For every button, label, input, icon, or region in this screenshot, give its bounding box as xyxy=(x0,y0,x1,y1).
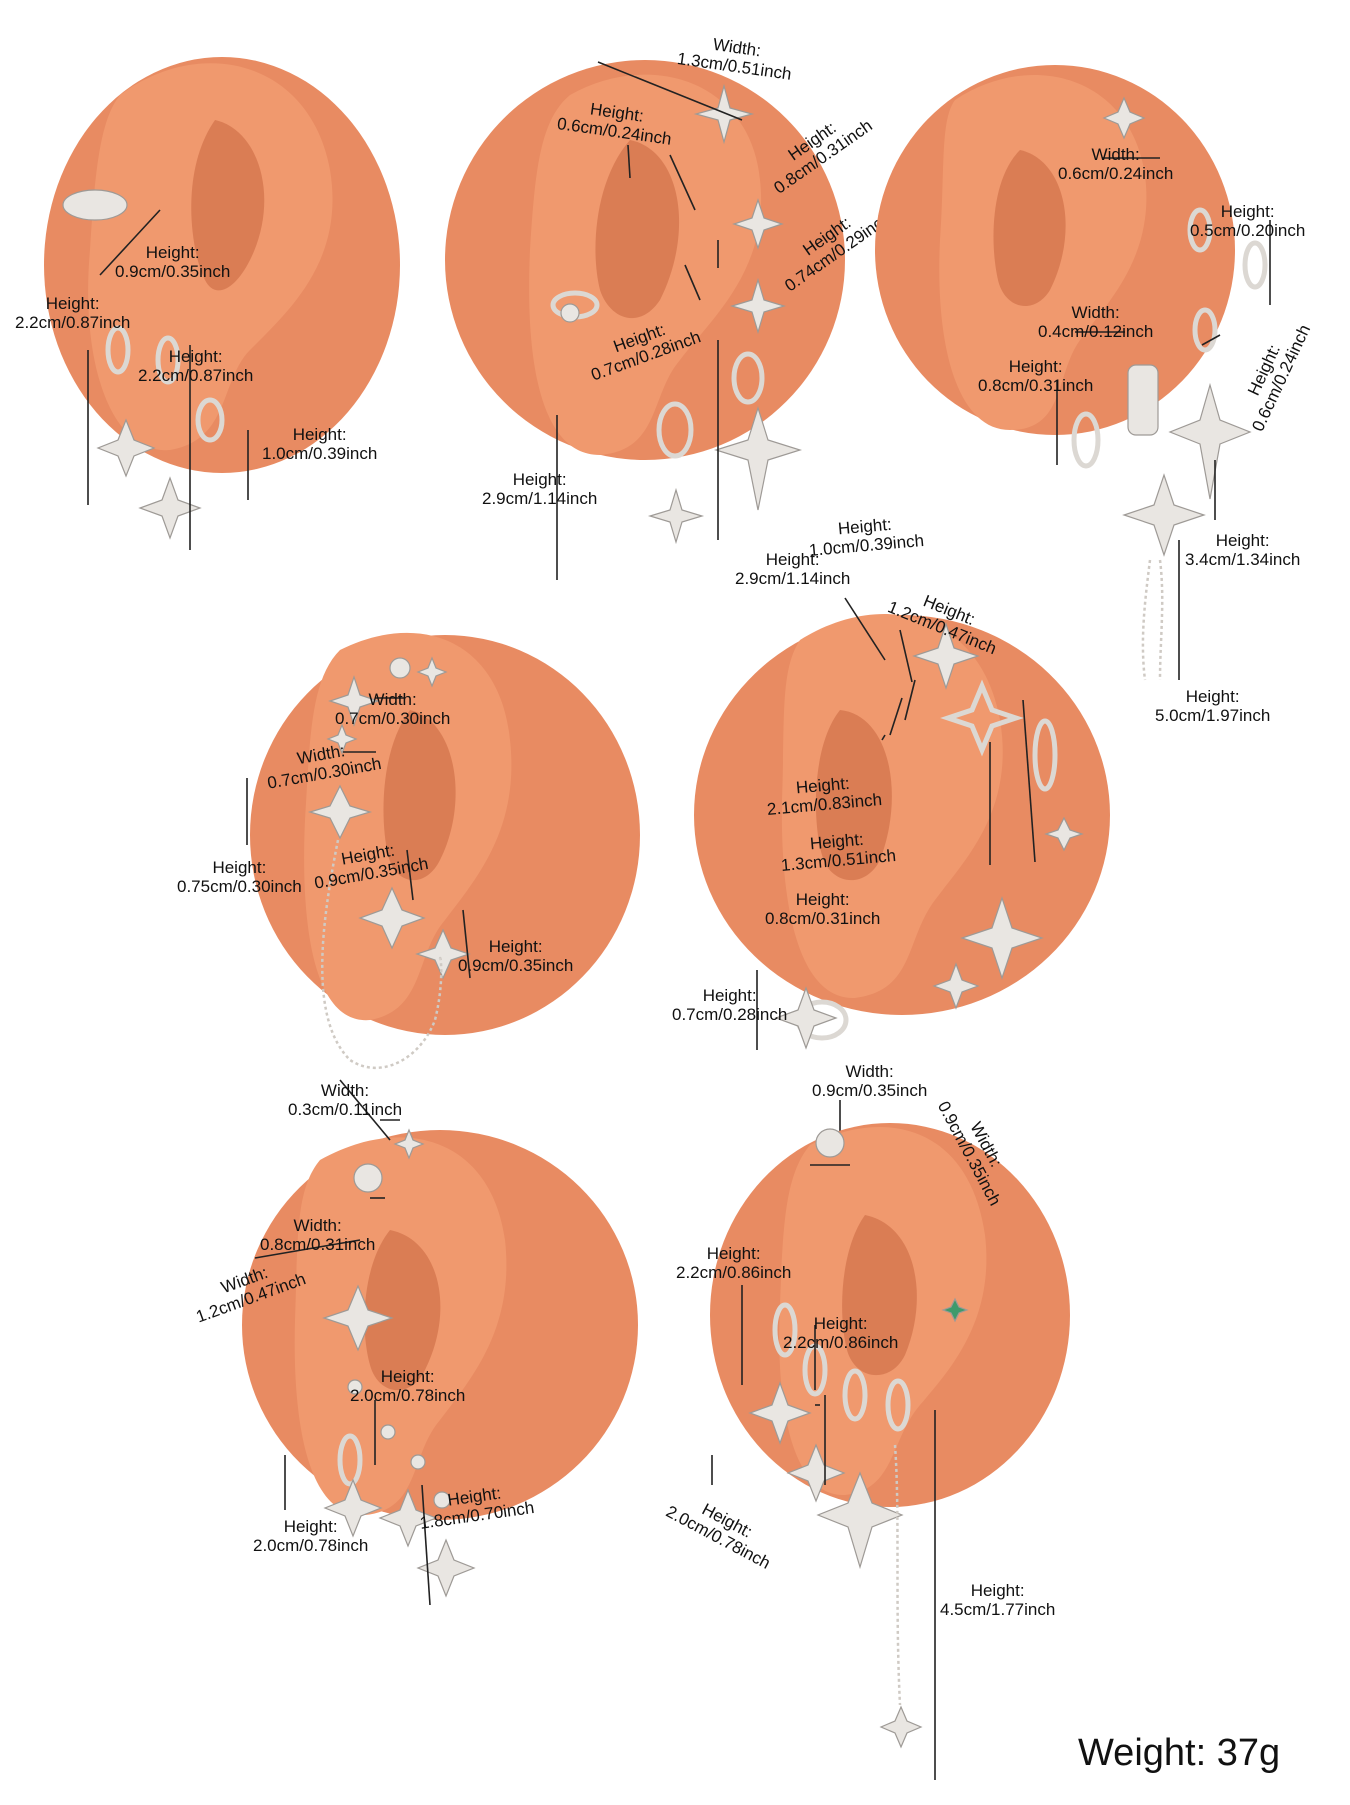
ear-7-label-3: Height:2.2cm/0.86inch xyxy=(676,1244,792,1282)
ear-2-label-7: Height:2.9cm/1.14inch xyxy=(735,550,851,588)
ear-6-graphic xyxy=(242,1079,638,1606)
ear-4-label-5: Height:0.9cm/0.35inch xyxy=(458,937,574,975)
ear-5-label-6: Height:0.7cm/0.28inch xyxy=(672,986,788,1024)
ear-1-graphic xyxy=(44,57,400,550)
ear-3-label-3: Width:0.4cm/0.12inch xyxy=(1038,303,1154,341)
ear-7-graphic xyxy=(710,1123,1070,1780)
ear-7-label-6: Height:4.5cm/1.77inch xyxy=(940,1581,1056,1619)
ear-3-label-6: Height:3.4cm/1.34inch xyxy=(1185,531,1301,569)
ear-5-graphic xyxy=(694,597,1110,1140)
weight-label: Weight: 37g xyxy=(1078,1732,1281,1774)
ear-4-label-3: Height:0.75cm/0.30inch xyxy=(177,858,302,896)
ear-3-label-7: Height:5.0cm/1.97inch xyxy=(1155,687,1271,725)
ear-model-1: Height:0.9cm/0.35inch Height:2.2cm/0.87i… xyxy=(0,0,450,550)
ear-6-label-4: Height:2.0cm/0.78inch xyxy=(350,1367,466,1405)
ear-4-graphic xyxy=(246,632,640,1070)
ear-model-3: Width:0.6cm/0.24inch Height:0.5cm/0.20in… xyxy=(860,0,1350,740)
ear-6-label-2: Width:0.8cm/0.31inch xyxy=(260,1216,376,1254)
ear-3-label-4: Height:0.8cm/0.31inch xyxy=(978,357,1094,395)
ear-1-label-4: Height:1.0cm/0.39inch xyxy=(262,425,378,463)
ear-model-6: Width:0.3cm/0.11inch Width:0.8cm/0.31inc… xyxy=(193,1079,660,1620)
ear-6-label-6: Height:2.0cm/0.78inch xyxy=(253,1517,369,1555)
ear-3-graphic xyxy=(875,65,1271,681)
ear-4-label-1: Width:0.7cm/0.30inch xyxy=(335,690,451,728)
ear-1-label-2: Height:2.2cm/0.87inch xyxy=(15,294,131,332)
ear-1-label-1: Height:0.9cm/0.35inch xyxy=(115,243,231,281)
ear-1-label-3: Height:2.2cm/0.87inch xyxy=(138,347,254,385)
ear-3-label-1: Width:0.6cm/0.24inch xyxy=(1058,145,1174,183)
ear-5-label-5: Height:0.8cm/0.31inch xyxy=(765,890,881,928)
ear-2-graphic xyxy=(445,60,845,580)
ear-7-label-4: Height:2.2cm/0.86inch xyxy=(783,1314,899,1352)
ear-7-label-1: Width:0.9cm/0.35inch xyxy=(812,1062,928,1100)
ear-1-earring-cuff xyxy=(62,189,128,221)
ear-model-5: Height:1.0cm/0.39inch Height:1.2cm/0.47i… xyxy=(672,515,1150,1140)
ear-2-label-6: Height:2.9cm/1.14inch xyxy=(482,470,598,508)
ear-model-7: Width:0.9cm/0.35inch Width:0.9cm/0.35inc… xyxy=(663,1062,1150,1805)
ear-model-2: Width:1.3cm/0.51inch Height:0.6cm/0.24in… xyxy=(430,0,894,590)
ear-6-label-1: Width:0.3cm/0.11inch xyxy=(288,1081,403,1119)
ear-3-label-2: Height:0.5cm/0.20inch xyxy=(1190,202,1306,240)
ear-model-4: Width:0.7cm/0.30inch Width:0.7cm/0.30inc… xyxy=(177,600,660,1090)
